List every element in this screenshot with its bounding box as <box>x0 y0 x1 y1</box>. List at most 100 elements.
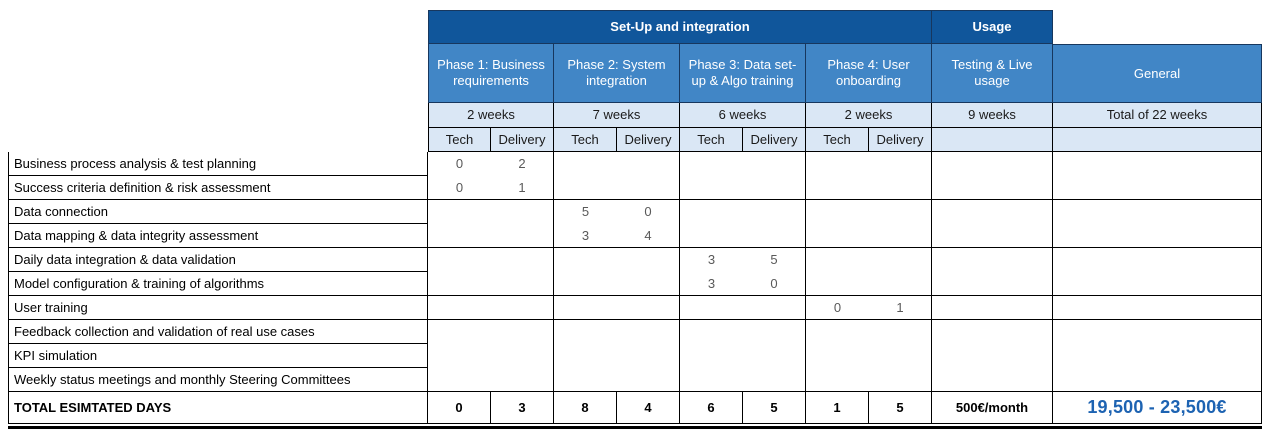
tech-header: Tech <box>806 128 869 152</box>
general-cell <box>1053 200 1262 224</box>
usage-cell <box>932 248 1053 272</box>
task-label: Feedback collection and validation of re… <box>8 320 428 344</box>
delivery-header: Delivery <box>617 128 680 152</box>
total-label: TOTAL ESIMTATED DAYS <box>8 392 428 424</box>
usage-cell <box>932 176 1053 200</box>
general-header: General <box>1053 44 1262 103</box>
task-value-cell <box>680 152 743 176</box>
task-value-cell <box>680 320 743 344</box>
task-label: KPI simulation <box>8 344 428 368</box>
task-value-cell <box>743 320 806 344</box>
task-value-cell <box>428 320 491 344</box>
task-value-cell <box>617 176 680 200</box>
total-value: 4 <box>617 392 680 424</box>
task-value-cell <box>869 152 932 176</box>
task-value-cell <box>617 272 680 296</box>
general-cell <box>1053 368 1262 392</box>
general-subheader-cell <box>1053 128 1262 152</box>
task-label: Daily data integration & data validation <box>8 248 428 272</box>
task-value-cell <box>806 320 869 344</box>
task-value-cell <box>617 320 680 344</box>
task-value-cell: 5 <box>554 200 617 224</box>
usage-cell <box>932 224 1053 248</box>
usage-cell <box>932 272 1053 296</box>
task-value-cell <box>869 176 932 200</box>
task-value-cell <box>869 368 932 392</box>
usage-cell <box>932 296 1053 320</box>
task-value-cell <box>869 200 932 224</box>
tech-header: Tech <box>680 128 743 152</box>
task-value-cell <box>491 344 554 368</box>
task-value-cell: 3 <box>680 248 743 272</box>
phase-2-duration: 7 weeks <box>554 103 680 128</box>
task-label: Weekly status meetings and monthly Steer… <box>8 368 428 392</box>
general-cell <box>1053 176 1262 200</box>
task-value-cell <box>680 368 743 392</box>
task-value-cell <box>554 344 617 368</box>
testing-live-usage-header: Testing & Live usage <box>932 44 1053 103</box>
usage-group-header: Usage <box>932 10 1053 44</box>
general-duration: Total of 22 weeks <box>1053 103 1262 128</box>
task-value-cell <box>428 200 491 224</box>
table-bottom-rule <box>8 426 1262 429</box>
task-value-cell: 1 <box>491 176 554 200</box>
task-value-cell: 3 <box>554 224 617 248</box>
usage-cell <box>932 344 1053 368</box>
task-value-cell <box>680 344 743 368</box>
task-value-cell: 0 <box>428 176 491 200</box>
total-value: 3 <box>491 392 554 424</box>
task-value-cell <box>491 272 554 296</box>
task-value-cell: 0 <box>428 152 491 176</box>
task-value-cell <box>554 368 617 392</box>
task-value-cell <box>680 296 743 320</box>
task-value-cell <box>428 368 491 392</box>
task-value-cell <box>743 296 806 320</box>
task-value-cell <box>491 200 554 224</box>
task-label: User training <box>8 296 428 320</box>
task-value-cell <box>806 152 869 176</box>
task-value-cell <box>743 176 806 200</box>
task-value-cell: 0 <box>806 296 869 320</box>
task-value-cell <box>428 248 491 272</box>
general-cell <box>1053 320 1262 344</box>
total-value: 5 <box>869 392 932 424</box>
task-value-cell <box>554 152 617 176</box>
task-value-cell <box>869 248 932 272</box>
task-value-cell: 5 <box>743 248 806 272</box>
phase-1-duration: 2 weeks <box>428 103 554 128</box>
phase-3-header: Phase 3: Data set-up & Algo training <box>680 44 806 103</box>
phase-2-header: Phase 2: System integration <box>554 44 680 103</box>
task-value-cell <box>617 296 680 320</box>
phase-3-duration: 6 weeks <box>680 103 806 128</box>
usage-subheader-cell <box>932 128 1053 152</box>
task-value-cell <box>428 344 491 368</box>
task-value-cell <box>680 176 743 200</box>
task-value-cell <box>428 224 491 248</box>
task-value-cell <box>428 296 491 320</box>
task-value-cell <box>617 152 680 176</box>
task-value-cell: 2 <box>491 152 554 176</box>
general-cell <box>1053 248 1262 272</box>
tech-header: Tech <box>428 128 491 152</box>
task-value-cell: 0 <box>743 272 806 296</box>
table-grid: Set-Up and integration Usage Phase 1: Bu… <box>8 10 1262 424</box>
usage-cell <box>932 320 1053 344</box>
general-cell <box>1053 344 1262 368</box>
task-value-cell <box>617 344 680 368</box>
task-label: Business process analysis & test plannin… <box>8 152 428 176</box>
task-label: Success criteria definition & risk asses… <box>8 176 428 200</box>
phase-1-header: Phase 1: Business requirements <box>428 44 554 103</box>
task-value-cell <box>680 224 743 248</box>
task-value-cell <box>554 296 617 320</box>
delivery-header: Delivery <box>743 128 806 152</box>
task-value-cell <box>806 368 869 392</box>
general-cell <box>1053 296 1262 320</box>
task-value-cell <box>680 200 743 224</box>
general-cell <box>1053 224 1262 248</box>
task-value-cell <box>491 320 554 344</box>
task-value-cell <box>806 176 869 200</box>
total-price-range: 19,500 - 23,500€ <box>1053 392 1262 424</box>
monthly-price: 500€/month <box>932 392 1053 424</box>
task-value-cell <box>554 176 617 200</box>
